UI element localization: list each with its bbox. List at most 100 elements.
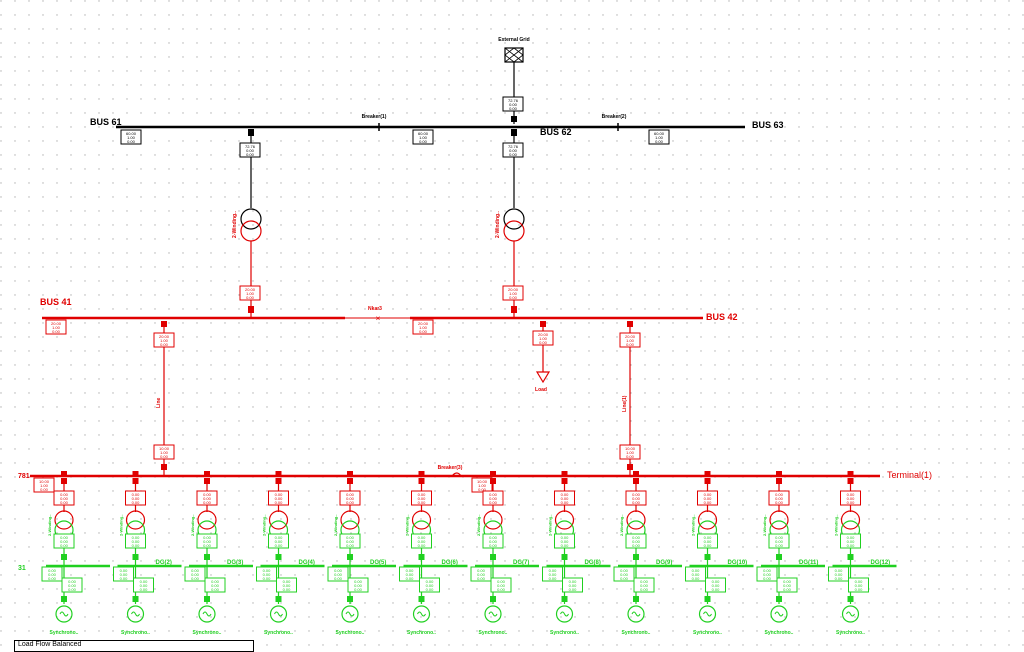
generator-unit-6[interactable]: 0.000.000.002-Winding..0.000.000.00DG(6)… [399, 471, 468, 636]
result-box-lv-right[interactable]: 10.00 1.00 0.00 [471, 477, 493, 493]
result-box-grid[interactable]: 72.76 0.00 0.00 [502, 96, 524, 112]
svg-text:0.00: 0.00 [60, 496, 69, 501]
svg-text:0.00: 0.00 [847, 492, 856, 497]
svg-text:0.00: 0.00 [847, 539, 856, 544]
svg-text:0.00: 0.00 [275, 535, 284, 540]
svg-text:0.00: 0.00 [418, 496, 427, 501]
svg-text:Load: Load [535, 387, 547, 393]
svg-text:0.00: 0.00 [855, 587, 864, 592]
svg-text:0.00: 0.00 [334, 568, 343, 573]
bus-62-label: BUS 62 [540, 127, 572, 137]
generator-unit-12[interactable]: 0.000.000.002-Winding..0.000.000.00DG(12… [828, 471, 897, 636]
result-box-bus61[interactable]: 60.00 1.00 0.00 [120, 129, 142, 145]
svg-text:0.00: 0.00 [704, 535, 713, 540]
trafo-right[interactable]: 72.76 0.00 0.00 2-Winding.. [495, 129, 525, 318]
generator-unit-9[interactable]: 0.000.000.002-Winding..0.000.000.00DG(9)… [613, 471, 682, 636]
svg-text:2-Winding..: 2-Winding.. [548, 514, 553, 536]
generator-unit-1[interactable]: 0.000.000.002-Winding..0.000.000.000.000… [41, 471, 110, 636]
svg-text:0.00: 0.00 [160, 342, 169, 347]
svg-text:0.00: 0.00 [419, 139, 428, 144]
result-box-lv-left[interactable]: 10.00 1.00 0.00 [33, 477, 55, 493]
breaker-3[interactable]: Breaker(3) [438, 465, 463, 477]
svg-text:0.00: 0.00 [68, 579, 77, 584]
svg-text:2-Winding..: 2-Winding.. [476, 514, 481, 536]
line-left[interactable]: 20.00 1.00 0.00 Line 10.00 1.00 0.00 [153, 321, 175, 476]
svg-text:0.00: 0.00 [847, 543, 856, 548]
load[interactable]: 20.00 1.00 0.00 Load [532, 321, 554, 393]
breaker-2[interactable]: Breaker(2) [602, 114, 627, 131]
result-box-bus62[interactable]: 60.00 1.00 0.00 [412, 129, 434, 145]
svg-text:0.00: 0.00 [497, 583, 506, 588]
svg-text:1.00: 1.00 [40, 483, 49, 488]
svg-text:0.00: 0.00 [354, 579, 363, 584]
bus-lv-left-label: 781 [18, 473, 30, 480]
svg-text:0.00: 0.00 [632, 500, 641, 505]
svg-text:0.00: 0.00 [783, 583, 792, 588]
svg-text:1.00: 1.00 [160, 338, 169, 343]
svg-text:0.00: 0.00 [549, 568, 558, 573]
result-box-bus41[interactable]: 20.00 1.00 0.00 [45, 319, 67, 335]
svg-text:DG(10): DG(10) [728, 560, 748, 566]
breaker-1[interactable]: Breaker(1) [362, 114, 387, 131]
svg-text:2-Winding..: 2-Winding.. [762, 514, 767, 536]
svg-text:0.00: 0.00 [855, 583, 864, 588]
trafo-left[interactable]: 72.76 0.00 0.00 2-Winding.. [232, 129, 262, 318]
generator-unit-10[interactable]: 0.000.000.002-Winding..0.000.000.00DG(10… [685, 471, 754, 636]
svg-text:1.00: 1.00 [246, 291, 255, 296]
svg-text:DG(2): DG(2) [156, 560, 172, 566]
svg-text:0.00: 0.00 [704, 496, 713, 501]
svg-text:0.00: 0.00 [561, 500, 570, 505]
generator-unit-7[interactable]: 0.000.000.002-Winding..0.000.000.00DG(7)… [470, 471, 539, 636]
svg-text:0.00: 0.00 [692, 572, 701, 577]
result-box-trafo-right-mv[interactable]: 20.00 1.00 0.00 [502, 285, 524, 301]
svg-text:0.00: 0.00 [783, 587, 792, 592]
bus-61-label: BUS 61 [90, 117, 122, 127]
svg-text:0.00: 0.00 [160, 454, 169, 459]
svg-text:0.00: 0.00 [132, 496, 141, 501]
svg-text:0.00: 0.00 [211, 587, 220, 592]
svg-text:0.00: 0.00 [275, 496, 284, 501]
generator-unit-3[interactable]: 0.000.000.002-Winding..0.000.000.00DG(3)… [184, 471, 253, 636]
svg-text:0.00: 0.00 [275, 492, 284, 497]
svg-text:0.00: 0.00 [626, 454, 635, 459]
svg-text:0.00: 0.00 [763, 576, 772, 581]
result-box-bus42[interactable]: 20.00 1.00 0.00 [412, 319, 434, 335]
generator-unit-5[interactable]: 0.000.000.002-Winding..0.000.000.00DG(5)… [327, 471, 396, 636]
svg-text:60.00: 60.00 [654, 131, 665, 136]
result-box-trafo-left-mv[interactable]: 20.00 1.00 0.00 [239, 285, 261, 301]
svg-text:0.00: 0.00 [346, 492, 355, 497]
svg-text:0.00: 0.00 [406, 568, 415, 573]
generator-unit-4[interactable]: 0.000.000.002-Winding..0.000.000.00DG(4)… [256, 471, 325, 636]
svg-text:0.00: 0.00 [263, 572, 272, 577]
generator-unit-11[interactable]: 0.000.000.002-Winding..0.000.000.00DG(11… [756, 471, 825, 636]
svg-text:1.00: 1.00 [419, 135, 428, 140]
svg-text:60.00: 60.00 [418, 131, 429, 136]
svg-text:Synchrono..: Synchrono.. [50, 630, 80, 636]
svg-text:72.76: 72.76 [508, 144, 519, 149]
line-right[interactable]: 20.00 1.00 0.00 Line(1) 10.00 1.00 0.00 [619, 321, 641, 476]
svg-text:0.00: 0.00 [569, 587, 578, 592]
generator-unit-8[interactable]: 0.000.000.002-Winding..0.000.000.00DG(8)… [542, 471, 611, 636]
svg-text:0.00: 0.00 [561, 496, 570, 501]
svg-text:0.00: 0.00 [275, 500, 284, 505]
svg-text:DG(5): DG(5) [370, 560, 386, 566]
svg-text:0.00: 0.00 [52, 329, 61, 334]
generator-unit-2[interactable]: 0.000.000.002-Winding..0.000.000.00DG(2)… [113, 471, 182, 636]
svg-text:0.00: 0.00 [354, 587, 363, 592]
svg-text:0.00: 0.00 [626, 342, 635, 347]
svg-text:0.00: 0.00 [354, 583, 363, 588]
svg-text:2-Winding..: 2-Winding.. [190, 514, 195, 536]
svg-text:0.00: 0.00 [632, 492, 641, 497]
status-text: Load Flow Balanced [18, 641, 82, 648]
svg-text:Synchrono..: Synchrono.. [836, 630, 866, 636]
svg-text:0.00: 0.00 [775, 500, 784, 505]
svg-text:Nkar3: Nkar3 [368, 306, 382, 312]
coupler-nkar3[interactable]: × Nkar3 [368, 306, 382, 323]
svg-text:0.00: 0.00 [60, 500, 69, 505]
svg-text:0.00: 0.00 [426, 587, 435, 592]
svg-text:0.00: 0.00 [48, 576, 57, 581]
svg-text:0.00: 0.00 [418, 539, 427, 544]
result-box-bus63[interactable]: 60.00 1.00 0.00 [648, 129, 670, 145]
svg-text:0.00: 0.00 [549, 576, 558, 581]
